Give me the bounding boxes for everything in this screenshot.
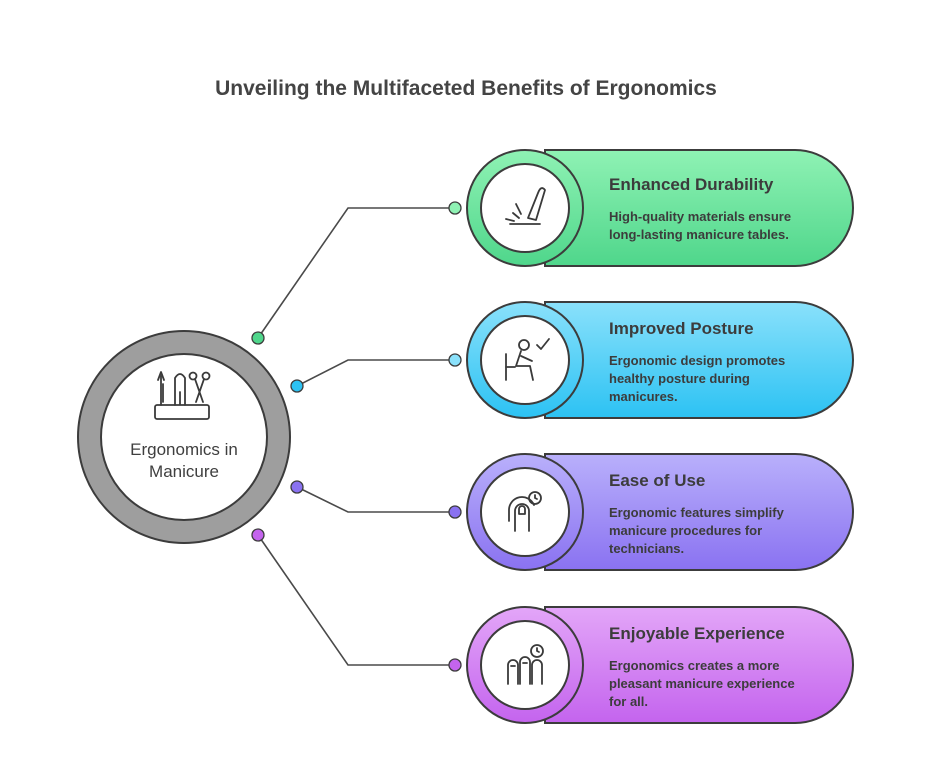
benefit-card-posture: Improved Posture Ergonomic design promot… [466, 301, 854, 419]
hub-dot-ease [290, 480, 304, 494]
pill-body [544, 301, 854, 419]
pill-body [544, 149, 854, 267]
benefit-title: Improved Posture [609, 319, 754, 338]
benefit-desc-line1: High-quality materials ensure [609, 209, 791, 224]
hub-label-line2: Manicure [149, 462, 219, 481]
benefit-card-enjoyable: Enjoyable Experience Ergonomics creates … [466, 606, 854, 724]
benefit-desc-line3: technicians. [609, 541, 684, 556]
pill-icon-bg [480, 163, 570, 253]
benefit-desc-line1: Ergonomic features simplify [609, 505, 785, 520]
diagram-title: Unveiling the Multifaceted Benefits of E… [215, 77, 717, 100]
knife-cut-icon [505, 187, 546, 225]
hub-dot-posture [290, 379, 304, 393]
connector-posture [296, 359, 455, 387]
pill-body [544, 453, 854, 571]
benefit-card-ease: Ease of Use Ergonomic features simplify … [466, 453, 854, 571]
hub-inner-circle [100, 353, 268, 521]
seated-person-check-icon [505, 338, 550, 381]
pill-body [544, 606, 854, 724]
central-hub: Ergonomics in Manicure [77, 330, 291, 544]
benefit-title: Ease of Use [609, 471, 705, 490]
finger-clock-icon [508, 491, 542, 532]
benefit-card-durability: Enhanced Durability High-quality materia… [466, 149, 854, 267]
pill-dot-durability [448, 201, 462, 215]
benefit-desc-line2: long-lasting manicure tables. [609, 227, 789, 242]
connectors [257, 207, 455, 666]
pill-icon-bg [480, 620, 570, 710]
connector-ease [296, 486, 455, 513]
fingers-clock-icon [507, 644, 544, 685]
manicure-tools-icon [154, 371, 211, 420]
hub-label-line1: Ergonomics in [130, 440, 238, 459]
hub-dot-durability [251, 331, 265, 345]
connector-enjoyable [257, 534, 455, 666]
pill-dot-enjoyable [448, 658, 462, 672]
benefit-desc-line2: healthy posture during [609, 371, 750, 386]
benefit-desc-line2: pleasant manicure experience [609, 676, 795, 691]
benefit-desc-line1: Ergonomics creates a more [609, 658, 780, 673]
pill-icon-bg [480, 315, 570, 405]
benefit-desc-line3: for all. [609, 694, 648, 709]
pill-dot-ease [448, 505, 462, 519]
hub-dot-enjoyable [251, 528, 265, 542]
connector-durability [257, 207, 455, 339]
benefit-desc-line1: Ergonomic design promotes [609, 353, 785, 368]
benefit-title: Enhanced Durability [609, 175, 774, 194]
benefit-title: Enjoyable Experience [609, 624, 785, 643]
benefit-desc-line2: manicure procedures for [609, 523, 762, 538]
pill-dot-posture [448, 353, 462, 367]
benefit-desc-line3: manicures. [609, 389, 678, 404]
